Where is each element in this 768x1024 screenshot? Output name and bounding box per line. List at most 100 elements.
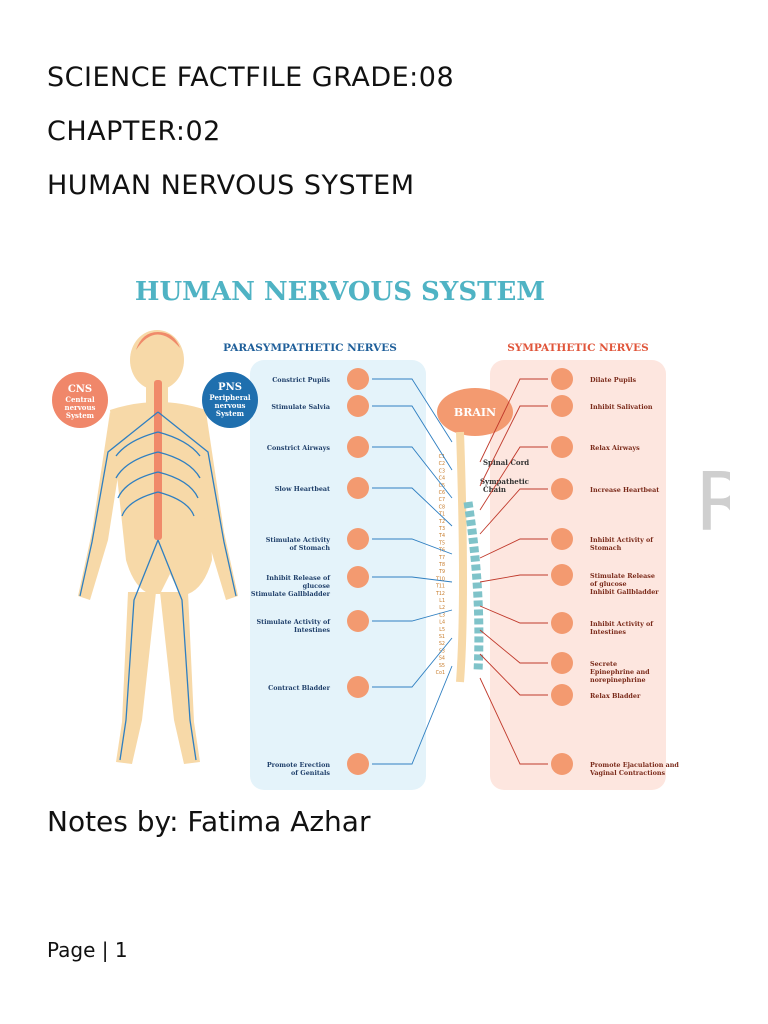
sympathetic-label: Dilate Pupils — [590, 376, 637, 384]
vertebra-label: C7 — [439, 497, 445, 503]
sympathetic-chain — [463, 501, 484, 673]
organ-icon — [347, 566, 369, 588]
sympathetic-chain-label-1: Sympathetic — [480, 477, 529, 486]
parasympathetic-label: Intestines — [294, 626, 330, 634]
vertebra-label: C8 — [439, 504, 445, 510]
svg-text:BRAIN: BRAIN — [454, 406, 496, 419]
vertebra-label: T10 — [435, 576, 445, 582]
parasympathetic-label: Constrict Pupils — [272, 376, 330, 384]
parasympathetic-label: Slow Heartbeat — [275, 485, 330, 493]
sympathetic-label: Inhibit Salivation — [590, 403, 653, 411]
vertebra-label: L5 — [439, 627, 445, 633]
parasympathetic-panel — [250, 360, 426, 790]
heading-line-chapter: CHAPTER:02 — [47, 116, 221, 147]
vertebra-label: L4 — [439, 620, 445, 626]
vertebra-label: T4 — [438, 533, 445, 539]
vertebra-label: S4 — [439, 656, 445, 662]
parasympathetic-label: Contract Bladder — [268, 684, 330, 692]
sympathetic-nerve — [479, 446, 548, 511]
parasympathetic-label: Stimulate Salvia — [271, 403, 330, 411]
vertebra-label: S3 — [439, 648, 445, 654]
sympathetic-nerve — [479, 574, 548, 583]
parasympathetic-label: Stimulate Activity — [266, 536, 331, 544]
spinal-cord-label: Spinal Cord — [483, 458, 529, 467]
svg-text:PNS: PNS — [218, 382, 242, 393]
parasympathetic-label: Promote Erection — [267, 761, 331, 769]
vertebra-label: C5 — [439, 483, 445, 489]
sympathetic-nerve — [479, 629, 548, 664]
svg-text:CNS: CNS — [68, 384, 92, 395]
sympathetic-label: Intestines — [590, 628, 626, 636]
sympathetic-label: Stomach — [590, 544, 622, 552]
parasympathetic-label: Constrict Airways — [267, 444, 331, 452]
parasympathetic-nerve — [372, 538, 453, 555]
vertebra-label: S1 — [439, 634, 445, 640]
brain-illustration: BRAIN — [437, 388, 513, 436]
organ-icon — [347, 528, 369, 550]
svg-text:nervous: nervous — [215, 401, 246, 410]
sympathetic-label: Inhibit Gallbladder — [590, 588, 659, 596]
author-line: Notes by: Fatima Azhar — [47, 805, 371, 838]
vertebra-label: C2 — [439, 461, 445, 467]
organ-icon — [551, 436, 573, 458]
parasympathetic-label: Inhibit Release of — [266, 574, 331, 582]
organ-icon — [551, 368, 573, 390]
sympathetic-label: Epinephrine and — [590, 668, 650, 676]
vertebra-label: L1 — [439, 598, 445, 604]
parasympathetic-label: Stimulate Activity of — [257, 618, 332, 626]
sympathetic-nerve — [479, 405, 548, 487]
organ-icon — [347, 753, 369, 775]
vertebra-label: T1 — [438, 512, 445, 518]
parasympathetic-nerve — [372, 405, 453, 471]
svg-text:nervous: nervous — [65, 403, 96, 412]
sympathetic-chain-label-2: Chain — [483, 485, 506, 494]
organ-icon — [347, 395, 369, 417]
parasympathetic-nerve — [372, 637, 453, 688]
sympathetic-heading: SYMPATHETIC NERVES — [507, 342, 649, 354]
vertebra-label: Co1 — [436, 670, 445, 676]
vertebra-label: S2 — [439, 641, 445, 647]
organ-icon — [551, 652, 573, 674]
human-body-illustration — [78, 330, 238, 764]
parasympathetic-label: of Genitals — [291, 769, 330, 777]
organ-icon — [347, 436, 369, 458]
sympathetic-nerve — [479, 677, 548, 765]
sympathetic-label: of glucose — [590, 580, 627, 588]
heading-line-topic: HUMAN NERVOUS SYSTEM — [47, 170, 415, 201]
pns-badge: PNS Peripheral nervous System — [202, 372, 258, 428]
parasympathetic-label: glucose — [303, 582, 330, 590]
vertebra-label: L2 — [439, 605, 445, 611]
vertebrae-labels: C1C2C3C4C5C6C7C8T1T2T3T4T5T6T7T8T9T10T11… — [435, 454, 445, 676]
nervous-system-figure: HUMAN NERVOUS SYSTEM PARASYMPATHETIC NER… — [40, 262, 751, 802]
sympathetic-nerve — [479, 538, 548, 559]
organ-icon — [347, 676, 369, 698]
cns-badge: CNS Central nervous System — [52, 372, 108, 428]
organ-icon — [551, 612, 573, 634]
vertebra-label: T9 — [438, 569, 445, 575]
sympathetic-nerve — [479, 605, 548, 624]
sympathetic-nerve — [479, 378, 548, 463]
sympathetic-panel — [490, 360, 666, 790]
figure-canvas: HUMAN NERVOUS SYSTEM PARASYMPATHETIC NER… — [52, 277, 751, 790]
organ-icon — [551, 564, 573, 586]
sympathetic-label: Promote Ejaculation and — [590, 761, 679, 769]
vertebra-label: C6 — [439, 490, 445, 496]
vertebra-label: T12 — [435, 591, 445, 597]
sympathetic-label: Stimulate Release — [590, 572, 655, 580]
sympathetic-label: Inhibit Activity of — [590, 620, 654, 628]
vertebra-label: C4 — [439, 476, 445, 482]
sympathetic-nerve — [479, 653, 548, 696]
parasympathetic-nerve — [372, 665, 453, 765]
svg-text:System: System — [66, 411, 95, 420]
sympathetic-label: Increase Heartbeat — [590, 486, 659, 494]
parasympathetic-nerve — [372, 576, 453, 583]
parasympathetic-nerve — [372, 446, 453, 499]
svg-text:Central: Central — [65, 395, 95, 404]
parasympathetic-label: Stimulate Gallbladder — [251, 590, 331, 598]
vertebra-label: T3 — [438, 526, 445, 532]
page-footer: Page | 1 — [47, 938, 128, 962]
sympathetic-label: norepinephrine — [590, 676, 646, 684]
vertebra-label: S5 — [439, 663, 445, 669]
